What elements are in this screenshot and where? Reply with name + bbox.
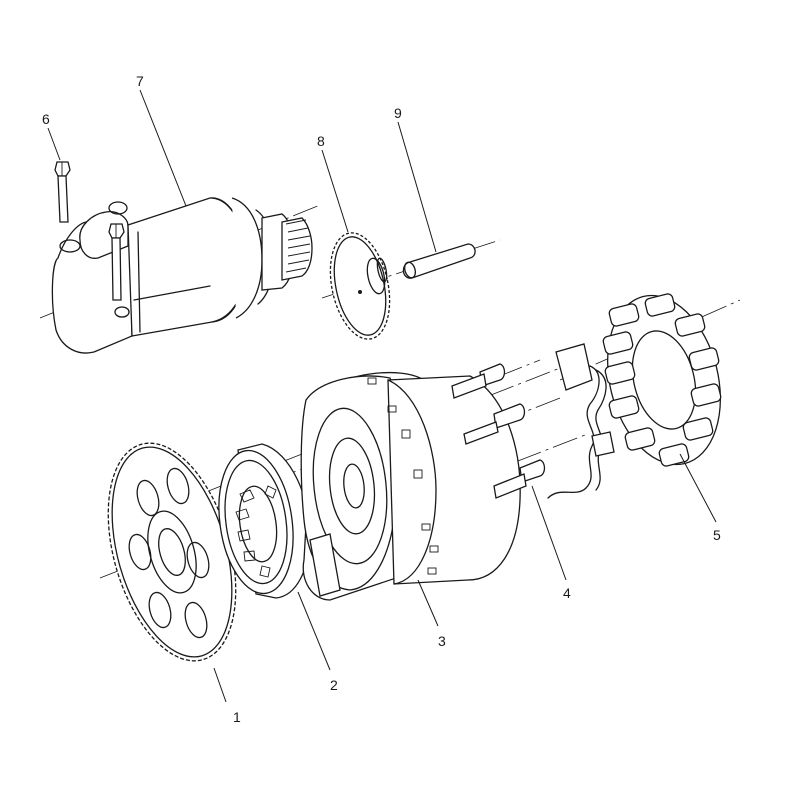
stator-coils xyxy=(602,293,722,467)
callout-5: 5 xyxy=(713,527,721,543)
ring-gear xyxy=(107,442,237,662)
callout-9: 9 xyxy=(394,105,402,121)
shaft-pin xyxy=(402,243,476,279)
flywheel-rotor xyxy=(300,371,521,601)
callout-6: 6 xyxy=(42,111,50,127)
stator-bolts xyxy=(451,363,546,499)
rotor-slots xyxy=(367,377,439,575)
starter-clutch xyxy=(218,443,311,599)
callout-1: 1 xyxy=(233,709,241,725)
idler-gear xyxy=(329,232,391,340)
callout-4: 4 xyxy=(563,585,571,601)
callout-labels: 1 2 3 4 5 6 7 8 9 xyxy=(42,73,721,725)
callout-7: 7 xyxy=(136,73,144,89)
callout-2: 2 xyxy=(330,677,338,693)
mounting-bolts xyxy=(54,161,125,301)
callout-3: 3 xyxy=(438,633,446,649)
starter-motor xyxy=(51,197,313,354)
stator xyxy=(547,293,722,499)
leader-lines xyxy=(47,89,717,703)
callout-8: 8 xyxy=(317,133,325,149)
